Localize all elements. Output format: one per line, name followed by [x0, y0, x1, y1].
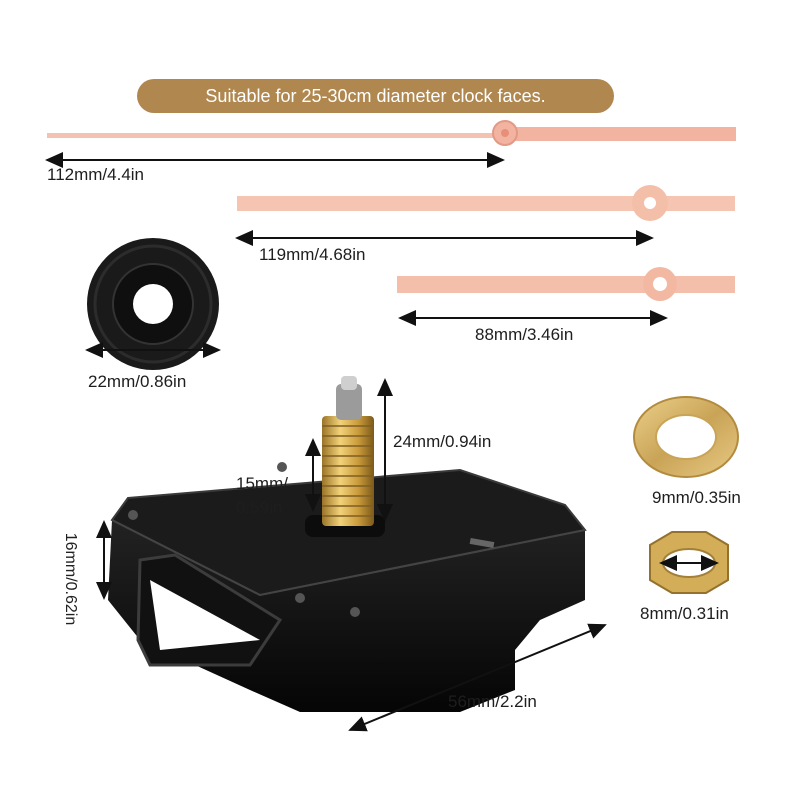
- thread-length-label-line2: 0.59in: [236, 498, 283, 517]
- hour-hand-length-label: 88mm/3.46in: [475, 325, 574, 344]
- brass-washer-size-label: 9mm/0.35in: [652, 488, 741, 507]
- compatibility-banner: Suitable for 25-30cm diameter clock face…: [137, 79, 614, 113]
- hour-hand: [397, 267, 735, 301]
- movement-width-label: 56mm/2.2in: [448, 692, 537, 711]
- second-hand-length-label: 112mm/4.4in: [47, 165, 145, 184]
- minute-hand: [237, 185, 735, 221]
- rubber-washer-size-label: 22mm/0.86in: [88, 372, 187, 391]
- second-hand: [47, 120, 736, 146]
- clock-movement: [108, 462, 587, 712]
- minute-hand-length-label: 119mm/4.68in: [259, 245, 366, 264]
- hand-shaft: [322, 376, 374, 526]
- rubber-washer: [87, 238, 219, 370]
- brass-washer: [633, 396, 739, 478]
- movement-depth-label: 16mm/0.62in: [62, 532, 79, 626]
- shaft-height-label: 24mm/0.94in: [393, 432, 492, 451]
- hex-nut-size-label: 8mm/0.31in: [640, 604, 729, 623]
- movement-width-dimension-line: [348, 623, 607, 732]
- thread-length-label-line1: 15mm/: [236, 474, 288, 493]
